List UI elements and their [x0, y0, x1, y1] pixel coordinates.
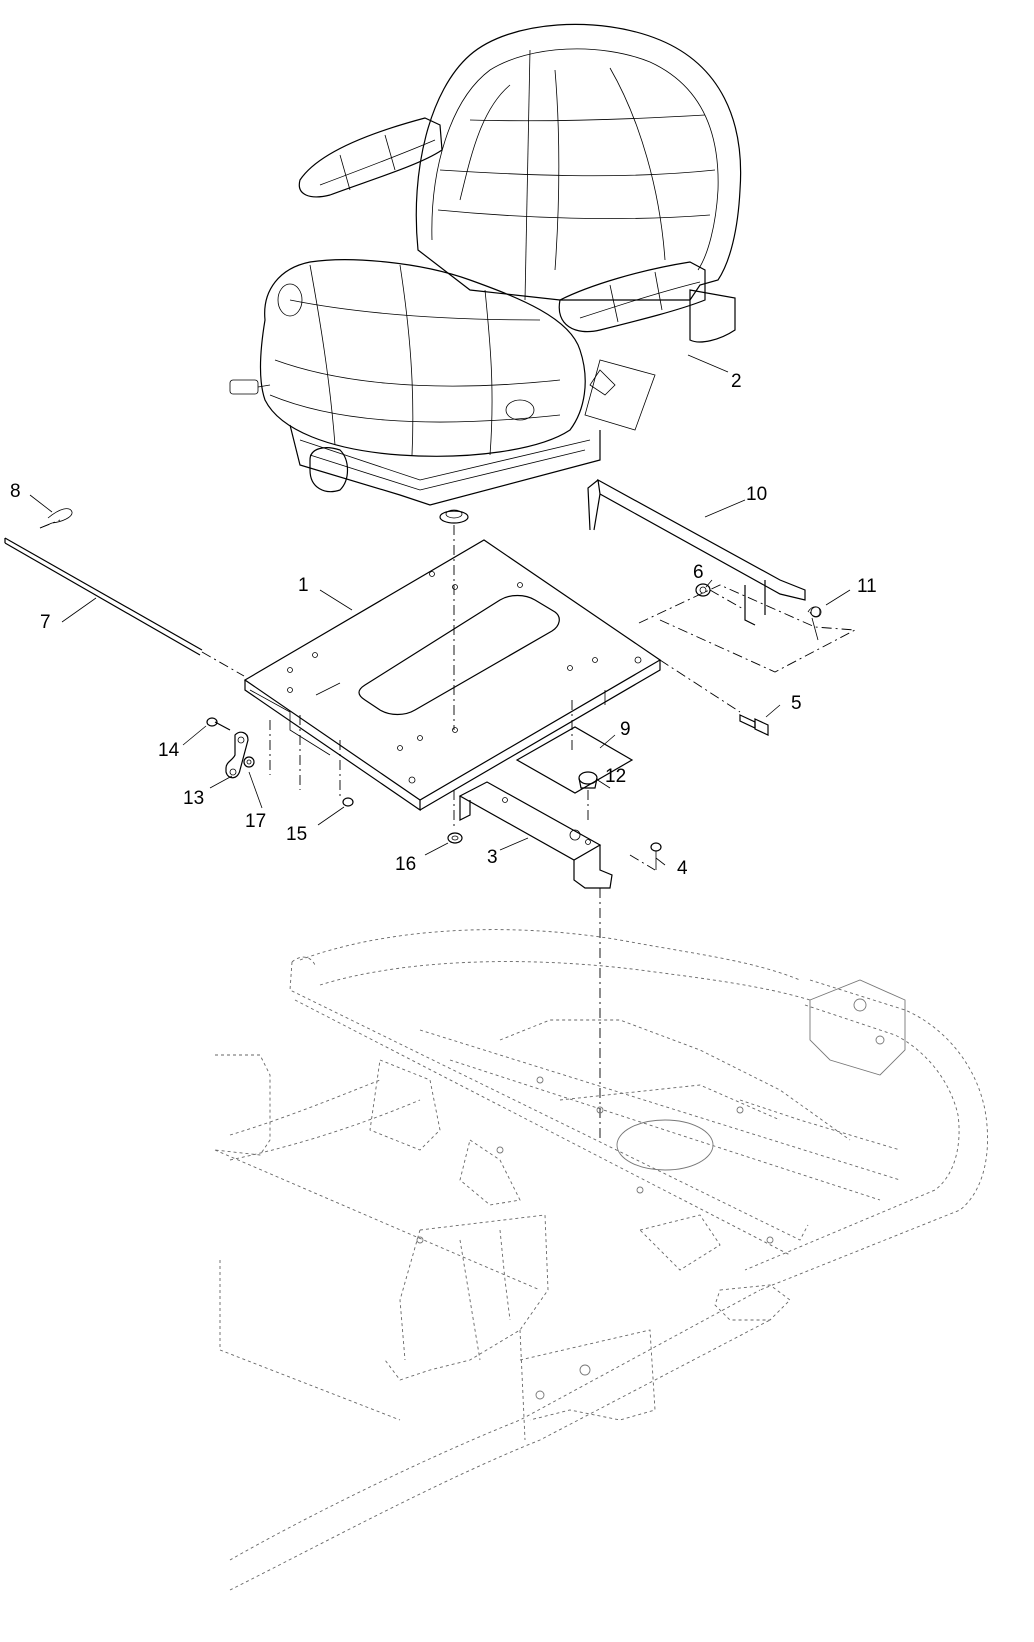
screw — [650, 842, 662, 870]
assembly-center-lines — [39, 519, 857, 1140]
latch-link — [225, 731, 249, 779]
mount-bracket — [458, 781, 613, 889]
label-part-15: 15 — [286, 824, 307, 845]
nut — [695, 583, 711, 597]
label-part-10: 10 — [746, 484, 767, 505]
label-part-2: 2 — [731, 371, 742, 392]
flat-washer — [447, 832, 463, 844]
hairpin-clip — [39, 508, 73, 529]
label-part-4: 4 — [677, 858, 688, 879]
part-number-labels: 1 2 3 4 5 6 7 8 9 10 11 12 13 14 15 16 1… — [10, 371, 877, 879]
callout-leaders — [29, 354, 851, 866]
label-part-7: 7 — [40, 612, 51, 633]
label-part-14: 14 — [158, 740, 180, 761]
mower-frame-phantom — [214, 929, 988, 1591]
label-part-17: 17 — [245, 811, 266, 832]
label-part-12: 12 — [605, 766, 626, 787]
latch-bracket — [587, 478, 806, 626]
shoulder-bolt — [206, 717, 231, 731]
label-part-13: 13 — [183, 788, 204, 809]
label-part-8: 8 — [10, 481, 21, 502]
lock-nut — [342, 797, 354, 807]
rod — [4, 537, 203, 656]
knob — [578, 771, 598, 789]
label-part-9: 9 — [620, 719, 631, 740]
washer — [243, 756, 255, 768]
label-part-16: 16 — [395, 854, 416, 875]
label-part-6: 6 — [693, 562, 704, 583]
decal — [515, 726, 634, 794]
label-part-3: 3 — [487, 847, 498, 868]
label-part-1: 1 — [298, 575, 309, 596]
spring — [807, 606, 822, 641]
seat-assembly — [229, 23, 742, 524]
label-part-5: 5 — [791, 693, 802, 714]
bolt — [739, 714, 769, 736]
label-part-11: 11 — [857, 576, 877, 597]
